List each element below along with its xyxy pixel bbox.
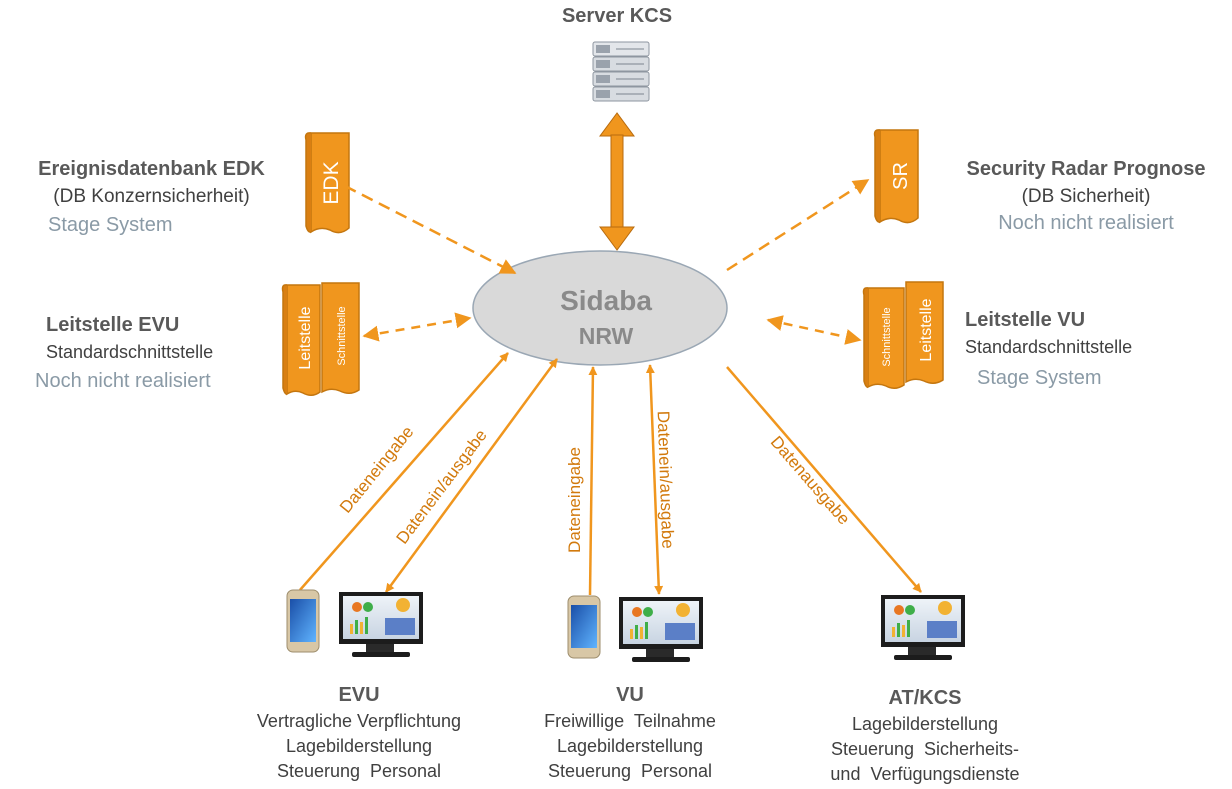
atkcs-line2: Steuerung Sicherheits- <box>830 739 1020 759</box>
atkcs-output-label: Datenausgabe <box>767 432 854 528</box>
vu-line3: Steuerung Personal <box>547 761 713 781</box>
vu-input-arrow <box>588 366 598 596</box>
hub-to-sr-arrow <box>726 178 870 272</box>
edk-subtitle: (DB Konzernsicherheit) <box>53 186 250 207</box>
atkcs-title: AT/KCS <box>888 687 962 709</box>
edk-icon-text: EDK <box>320 161 343 204</box>
leitstelle-evu-icon-text-a: Leitstelle <box>297 306 314 369</box>
vu-io-label: Datenein/ausgabe <box>654 411 678 550</box>
evu-title: EVU <box>338 684 380 706</box>
edk-status: Stage System <box>48 214 173 236</box>
server-hub-arrow <box>599 112 635 251</box>
evu-phone-icon <box>286 589 320 653</box>
hub-ellipse <box>472 250 728 366</box>
evu-line1: Vertragliche Verpflichtung <box>256 711 462 731</box>
sr-label: Security Radar Prognose (DB Sicherheit) … <box>940 155 1232 237</box>
vu-label: VU Freiwillige Teilnahme Lagebilderstell… <box>495 681 765 784</box>
leitstelle-evu-subtitle: Standardschnittstelle <box>46 342 214 362</box>
leitstelle-vu-icon-text-b: Leitstelle <box>918 298 935 361</box>
sr-subtitle: (DB Sicherheit) <box>1021 186 1151 207</box>
leitstelle-evu-icon-text-b: Schnittstelle <box>336 306 348 365</box>
sr-database-icon: SR <box>873 129 919 224</box>
edk-database-icon: EDK <box>304 132 350 234</box>
hub-label-1: Sidaba <box>560 285 652 316</box>
edk-title: Ereignisdatenbank EDK <box>38 158 265 180</box>
leitstelle-vu-title: Leitstelle VU <box>965 309 1086 331</box>
atkcs-output-arrow <box>726 366 922 593</box>
leitstelle-vu-hub-arrow <box>766 315 862 345</box>
leitstelle-vu-icon: Schnittstelle Leitstelle <box>862 281 944 389</box>
sr-title: Security Radar Prognose <box>966 158 1206 180</box>
leitstelle-evu-hub-arrow <box>362 312 472 342</box>
vu-line1: Freiwillige Teilnahme <box>544 711 716 731</box>
vu-input-label: Dateneingabe <box>565 447 584 553</box>
atkcs-line1: Lagebilderstellung <box>851 714 999 734</box>
vu-title: VU <box>616 684 644 706</box>
edk-to-hub-arrow <box>344 184 517 275</box>
evu-io-arrow <box>384 358 559 593</box>
server-icon <box>592 41 650 102</box>
evu-line3: Steuerung Personal <box>276 761 442 781</box>
hub-label-2: NRW <box>579 323 634 349</box>
sr-status: Noch nicht realisiert <box>998 212 1174 234</box>
vu-monitor-icon <box>619 597 703 662</box>
evu-label: EVU Vertragliche Verpflichtung Lagebilde… <box>214 681 504 784</box>
atkcs-monitor-icon <box>881 595 965 660</box>
edk-label: Ereignisdatenbank EDK (DB Konzernsicherh… <box>8 155 295 210</box>
leitstelle-evu-icon: Leitstelle Schnittstelle <box>281 282 360 396</box>
vu-phone-icon <box>567 595 601 659</box>
leitstelle-evu-status: Noch nicht realisiert <box>35 370 211 392</box>
atkcs-line3: und Verfügungsdienste <box>830 764 1020 784</box>
server-title: Server KCS <box>561 5 673 27</box>
vu-io-arrow <box>645 364 664 595</box>
evu-monitor-icon <box>339 592 423 657</box>
leitstelle-vu-subtitle: Standardschnittstelle <box>965 337 1133 357</box>
leitstelle-vu-status: Stage System <box>977 367 1102 389</box>
evu-line2: Lagebilderstellung <box>285 736 433 756</box>
vu-line2: Lagebilderstellung <box>556 736 704 756</box>
sr-icon-text: SR <box>890 162 912 190</box>
leitstelle-vu-icon-text-a: Schnittstelle <box>881 307 893 366</box>
leitstelle-evu-title: Leitstelle EVU <box>46 314 180 336</box>
atkcs-label: AT/KCS Lagebilderstellung Steuerung Sich… <box>790 684 1060 787</box>
